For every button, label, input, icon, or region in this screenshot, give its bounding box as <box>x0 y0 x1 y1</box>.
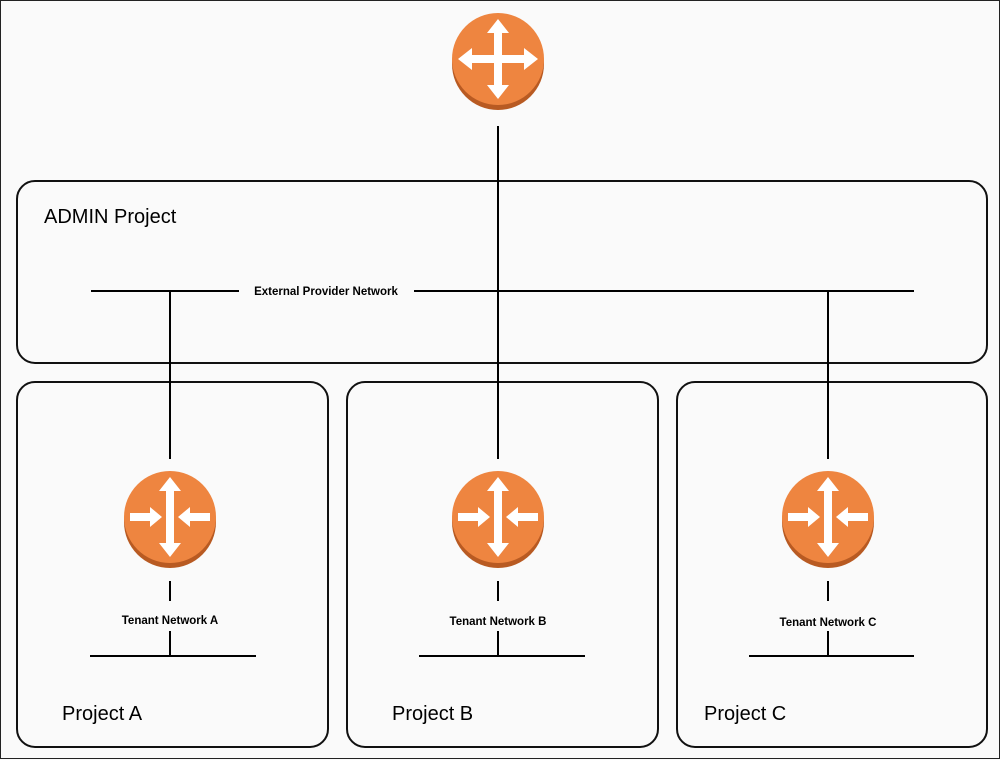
external-network-label: External Provider Network <box>254 286 398 298</box>
router-a-icon <box>124 471 216 568</box>
router-b-icon <box>452 471 544 568</box>
admin-project-label: ADMIN Project <box>44 206 177 228</box>
tenant-network-a-label: Tenant Network A <box>122 615 218 627</box>
router-c-icon <box>782 471 874 568</box>
tenant-network-b-label: Tenant Network B <box>450 616 547 628</box>
router-4way-out-icon <box>452 13 544 110</box>
project-b-label: Project B <box>392 703 473 725</box>
project-c-label: Project C <box>704 703 786 725</box>
admin-project-box <box>16 180 988 364</box>
tenant-network-c-label: Tenant Network C <box>780 617 877 629</box>
project-a-label: Project A <box>62 703 143 725</box>
